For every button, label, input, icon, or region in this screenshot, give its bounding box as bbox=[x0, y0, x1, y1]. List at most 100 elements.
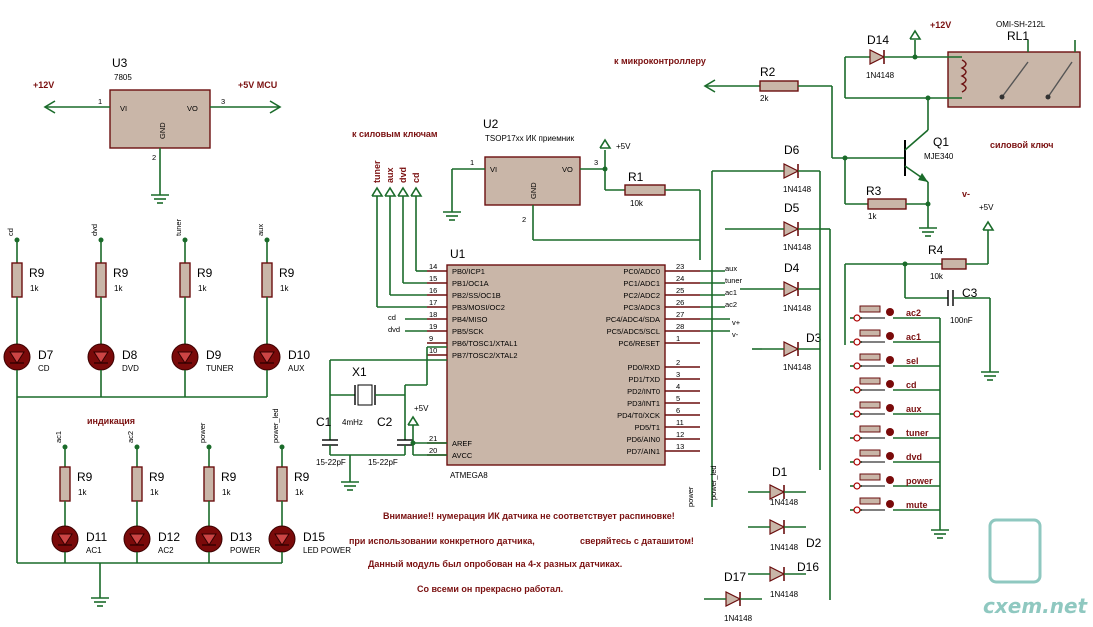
u1-pin-name: PD4/T0/XCK bbox=[617, 411, 660, 420]
svg-text:2: 2 bbox=[522, 215, 526, 224]
button-power[interactable]: power bbox=[850, 473, 940, 490]
svg-text:1: 1 bbox=[98, 97, 102, 106]
bus-label: tuner bbox=[372, 160, 382, 183]
diode-ref: D5 bbox=[784, 201, 800, 215]
svg-text:1: 1 bbox=[470, 158, 474, 167]
u1-pin-num: 17 bbox=[429, 298, 437, 307]
led-ref: D15 bbox=[303, 530, 325, 544]
u3-vo: VO bbox=[187, 104, 198, 113]
led-name: TUNER bbox=[206, 364, 234, 373]
svg-text:15-22pF: 15-22pF bbox=[316, 458, 346, 467]
to-mcu-label: к микроконтроллеру bbox=[614, 56, 706, 66]
u1-pin-name: PB1/OC1A bbox=[452, 279, 489, 288]
relay-rl1: RL1 OMI-SH-212L bbox=[915, 20, 1081, 108]
u1-pin-name: PD5/T1 bbox=[635, 423, 660, 432]
diode-ref: D16 bbox=[797, 560, 819, 574]
diode-ref: D3 bbox=[806, 331, 822, 345]
power-led-net-label: power_led bbox=[709, 465, 718, 500]
u1-net-label: dvd bbox=[388, 325, 400, 334]
diode-value: 1N4148 bbox=[783, 363, 812, 372]
u1-pin-num: 11 bbox=[676, 418, 684, 427]
led-net-label: aux bbox=[256, 224, 265, 236]
led-net-label: tuner bbox=[174, 218, 183, 236]
plus12-left-label: +12V bbox=[33, 80, 54, 90]
led-name: CD bbox=[38, 364, 50, 373]
button-sel[interactable]: sel bbox=[850, 353, 940, 370]
button-label: power bbox=[906, 476, 933, 486]
diode-value: 1N4148 bbox=[783, 243, 812, 252]
u1-net-label: v- bbox=[732, 330, 739, 339]
button-cd[interactable]: cd bbox=[850, 377, 940, 394]
u1-pin-name: PB3/MOSI/OC2 bbox=[452, 303, 505, 312]
u1-net-label: ac2 bbox=[725, 300, 737, 309]
led-net-label: cd bbox=[6, 228, 15, 236]
u1-pin-num: 13 bbox=[676, 442, 684, 451]
button-dvd[interactable]: dvd bbox=[850, 449, 940, 466]
diode-value: 1N4148 bbox=[770, 543, 799, 552]
led-ref: D8 bbox=[122, 348, 138, 362]
button-mute[interactable]: mute bbox=[850, 497, 940, 514]
led-resistor-ref: R9 bbox=[29, 266, 45, 280]
u1-pin-num: 1 bbox=[676, 334, 680, 343]
led-resistor-ref: R9 bbox=[279, 266, 295, 280]
led-ref: D11 bbox=[86, 530, 107, 544]
avcc-supply: +5V bbox=[407, 404, 447, 456]
u1-pin-num: 14 bbox=[429, 262, 437, 271]
note-0: Внимание!! нумерация ИК датчика не соотв… bbox=[383, 511, 675, 521]
u1-pin-num: 4 bbox=[676, 382, 680, 391]
button-label: sel bbox=[906, 356, 919, 366]
diode-d3: D3 1N4148 bbox=[762, 331, 822, 372]
svg-text:GND: GND bbox=[529, 182, 538, 199]
indication-label: индикация bbox=[87, 416, 135, 426]
svg-text:R3: R3 bbox=[866, 184, 882, 198]
button-ac2[interactable]: ac2 bbox=[850, 305, 940, 322]
button-group: ac2 ac1 sel cd aux tuner dvd power mute bbox=[850, 305, 950, 539]
u1-pin-name: PB7/TOSC2/XTAL2 bbox=[452, 351, 518, 360]
button-ac1[interactable]: ac1 bbox=[850, 329, 940, 346]
button-aux[interactable]: aux bbox=[850, 401, 940, 418]
svg-text:VO: VO bbox=[562, 165, 573, 174]
u1-pin-num: 23 bbox=[676, 262, 684, 271]
u1-pin-name: PB2/SS/OC1B bbox=[452, 291, 501, 300]
resistor-r3: R3 1k bbox=[842, 155, 931, 221]
u1-pin-name: PC6/RESET bbox=[618, 339, 660, 348]
svg-text:D14: D14 bbox=[867, 33, 889, 47]
button-label: ac1 bbox=[906, 332, 921, 342]
watermark: cxem.net bbox=[983, 518, 1089, 618]
svg-text:C2: C2 bbox=[377, 415, 393, 429]
to-power-keys-label: к силовым ключам bbox=[352, 129, 438, 139]
led-resistor-ref: R9 bbox=[294, 470, 310, 484]
u1-pin-name: PC3/ADC3 bbox=[623, 303, 660, 312]
note-4: Со всеми он прекрасно работал. bbox=[417, 584, 563, 594]
led-name: AUX bbox=[288, 364, 305, 373]
led-net-label: power bbox=[198, 422, 207, 443]
led-ref: D13 bbox=[230, 530, 252, 544]
svg-text:10k: 10k bbox=[930, 272, 944, 281]
svg-text:OMI-SH-212L: OMI-SH-212L bbox=[996, 20, 1046, 29]
u1-net-label: v+ bbox=[732, 318, 741, 327]
led-resistor-value: 1k bbox=[150, 488, 159, 497]
led-ref: D7 bbox=[38, 348, 54, 362]
button-tuner[interactable]: tuner bbox=[850, 425, 940, 442]
u1-pin-num: 5 bbox=[676, 394, 680, 403]
u3-gnd: GND bbox=[158, 122, 167, 139]
u1-pin-name: PB6/TOSC1/XTAL1 bbox=[452, 339, 518, 348]
svg-text:4mHz: 4mHz bbox=[342, 418, 363, 427]
u3-vi: VI bbox=[120, 104, 127, 113]
svg-text:+5V: +5V bbox=[616, 142, 631, 151]
u1-net-label: aux bbox=[725, 264, 737, 273]
ir-receiver-u2: VI VO GND U2 TSOP17xx ИК приемник 1 3 +5… bbox=[442, 117, 700, 241]
bus-label: cd bbox=[411, 172, 421, 183]
u1-pin-name: PB5/SCK bbox=[452, 327, 484, 336]
u3-part: 7805 bbox=[114, 73, 132, 82]
svg-text:R1: R1 bbox=[628, 170, 644, 184]
diode-ref: D4 bbox=[784, 261, 800, 275]
u1-pin-num: 12 bbox=[676, 430, 684, 439]
u1-pin-num: 18 bbox=[429, 310, 437, 319]
